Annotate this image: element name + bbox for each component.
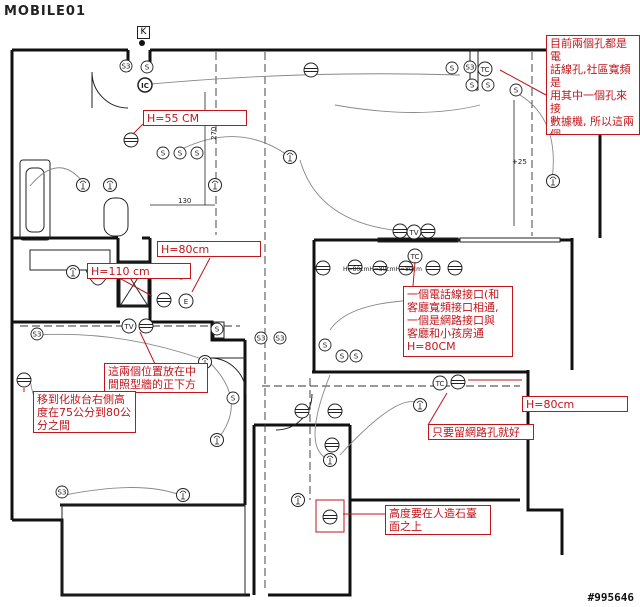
switch-label: S	[354, 353, 359, 361]
switch-label: S	[231, 395, 236, 403]
switch-ring	[254, 331, 268, 345]
doors	[91, 71, 313, 431]
outlets	[16, 62, 466, 525]
windows	[377, 117, 607, 243]
switch-ring	[30, 327, 44, 341]
switch-label: S3	[257, 335, 266, 343]
note-h80-right: H=80cm	[522, 396, 628, 412]
logo: MOBILE01	[4, 4, 86, 19]
note-h80-left: H=80cm	[157, 241, 261, 257]
svg-text:130: 130	[178, 197, 191, 205]
tv-jack-living: TV	[408, 229, 418, 237]
svg-text:H=80cmH=80cmH=80cm: H=80cmH=80cmH=80cm	[343, 266, 422, 273]
note-vanity: 移到化妝台右側高 度在75公分到80公 分之間	[33, 391, 136, 433]
switch-ring	[318, 338, 332, 352]
switch-label: S	[178, 150, 183, 158]
note-network-only: 只要留網路孔就好	[428, 424, 534, 440]
tv-jack-bedroom: TV	[123, 323, 133, 331]
switch-label: S	[450, 65, 455, 73]
note-countertop: 高度要在人造石臺 面之上	[385, 505, 491, 535]
switch-ring	[445, 61, 459, 75]
switch-label: S	[215, 326, 220, 334]
switch-ring	[55, 485, 69, 499]
e-jack: E	[184, 298, 188, 306]
switch-label: S	[161, 150, 166, 158]
note-h55: H=55 CM	[143, 110, 247, 126]
switch-label: S3	[33, 331, 42, 339]
dimension-labels: 130 270 +25 H=80cmH=80cmH=80cm	[178, 127, 527, 273]
switch-label: S	[340, 353, 345, 361]
switch-ring	[465, 78, 479, 92]
switch-ring	[119, 59, 133, 73]
switch-ring	[335, 349, 349, 363]
switch-label: S3	[58, 489, 67, 497]
switch-ring	[140, 60, 154, 74]
switch-ring	[173, 146, 187, 160]
switch-ring	[509, 83, 523, 97]
tc-jack-child: TC	[435, 380, 445, 388]
note-top-right: 目前兩個孔都是電 話線孔,社區寬頻是 用其中一個孔來接 數據機, 所以這兩個 電…	[546, 35, 640, 135]
ic-jack: IC	[141, 82, 149, 90]
svg-text:+25: +25	[512, 158, 527, 166]
switch-ring	[349, 349, 363, 363]
watermark: #995646	[587, 591, 634, 604]
switch-ring	[463, 60, 477, 74]
tv-jacks: TV TV TC TC TC E IC	[121, 40, 493, 391]
switch-ring	[210, 322, 224, 336]
switch-ring	[190, 146, 204, 160]
switch-ring	[273, 331, 287, 345]
switch-label: S3	[276, 335, 285, 343]
switch-ring	[226, 391, 240, 405]
marker-k: K	[137, 26, 150, 39]
note-center-right: 一個電話線接口(和 客廳寬頻接口相通, 一個是網路接口與 客廳和小孩房通 H=8…	[403, 286, 513, 357]
wiring	[29, 73, 554, 496]
switch-ring	[481, 78, 495, 92]
switch-label: S	[195, 150, 200, 158]
switch-label: S	[145, 64, 150, 72]
switch-label: S	[470, 82, 475, 90]
switch-label: S	[514, 87, 519, 95]
svg-text:270: 270	[210, 127, 218, 140]
tc-jack-top: TC	[480, 66, 490, 74]
switch-label: S3	[466, 64, 475, 72]
note-h110: H=110 cm	[87, 263, 191, 279]
switch-ring	[156, 146, 170, 160]
switch-label: S	[323, 342, 328, 350]
switch-label: S	[486, 82, 491, 90]
note-tv-position: 這兩個位置放在中 間照型牆的正下方	[104, 363, 208, 393]
tc-jack-study: TC	[410, 253, 420, 261]
switch-label: S3	[122, 63, 131, 71]
